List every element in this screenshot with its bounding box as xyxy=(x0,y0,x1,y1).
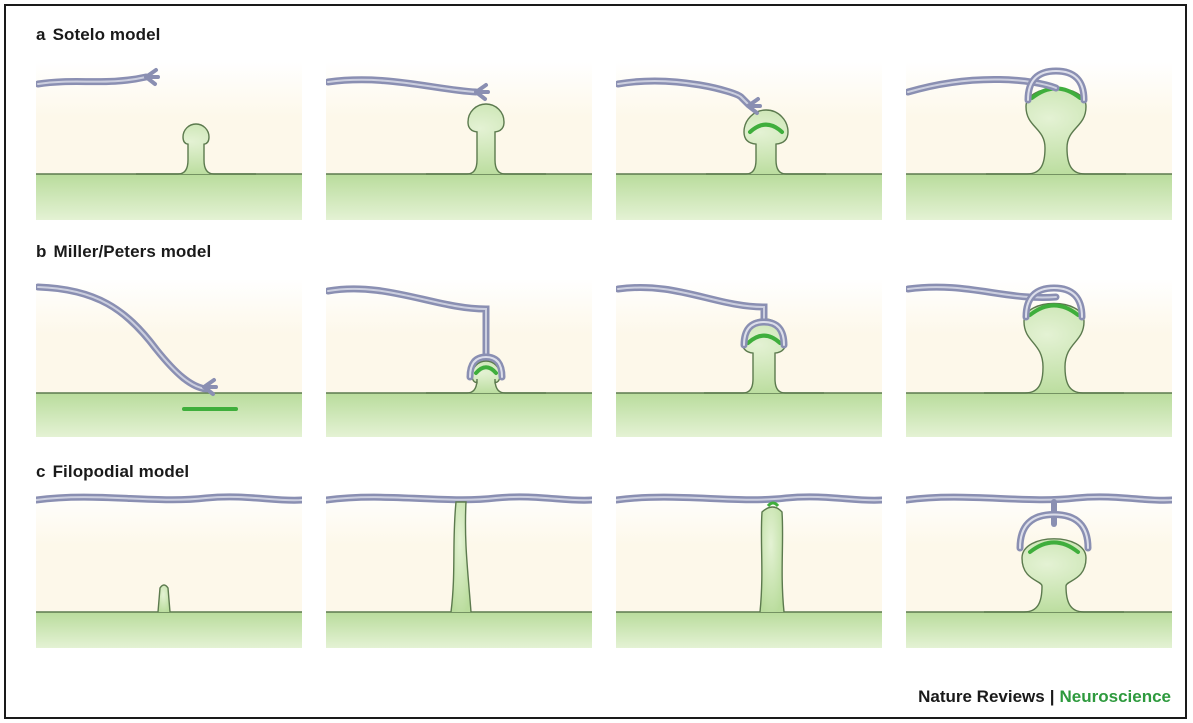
panel-a-1 xyxy=(36,62,302,220)
dendrite-shaft xyxy=(36,174,302,220)
dendrite-shaft xyxy=(326,393,592,437)
panel-b-1 xyxy=(36,279,302,437)
panel-b-3 xyxy=(616,279,882,437)
dendrite-shaft xyxy=(36,393,302,437)
panel-a-2 xyxy=(326,62,592,220)
panel-c-3 xyxy=(616,490,882,648)
filopodium xyxy=(760,507,784,612)
dendrite-shaft xyxy=(616,174,882,220)
panel-b-2 xyxy=(326,279,592,437)
dendrite-shaft xyxy=(326,174,592,220)
panel-a-3 xyxy=(616,62,882,220)
figure-credit: Nature Reviews|Neuroscience xyxy=(918,687,1171,707)
filopodium xyxy=(158,585,170,612)
panel-b-4 xyxy=(906,279,1172,437)
panel-c-4 xyxy=(906,490,1172,648)
dendrite-shaft xyxy=(906,174,1172,220)
panel-c-1 xyxy=(36,490,302,648)
dendrite-shaft xyxy=(36,612,302,648)
dendrite-shaft xyxy=(326,612,592,648)
dendrite-shaft xyxy=(906,393,1172,437)
panel-a-4 xyxy=(906,62,1172,220)
panel-c-2 xyxy=(326,490,592,648)
dendrite-shaft xyxy=(616,612,882,648)
dendrite-shaft xyxy=(616,393,882,437)
dendrite-shaft xyxy=(906,612,1172,648)
